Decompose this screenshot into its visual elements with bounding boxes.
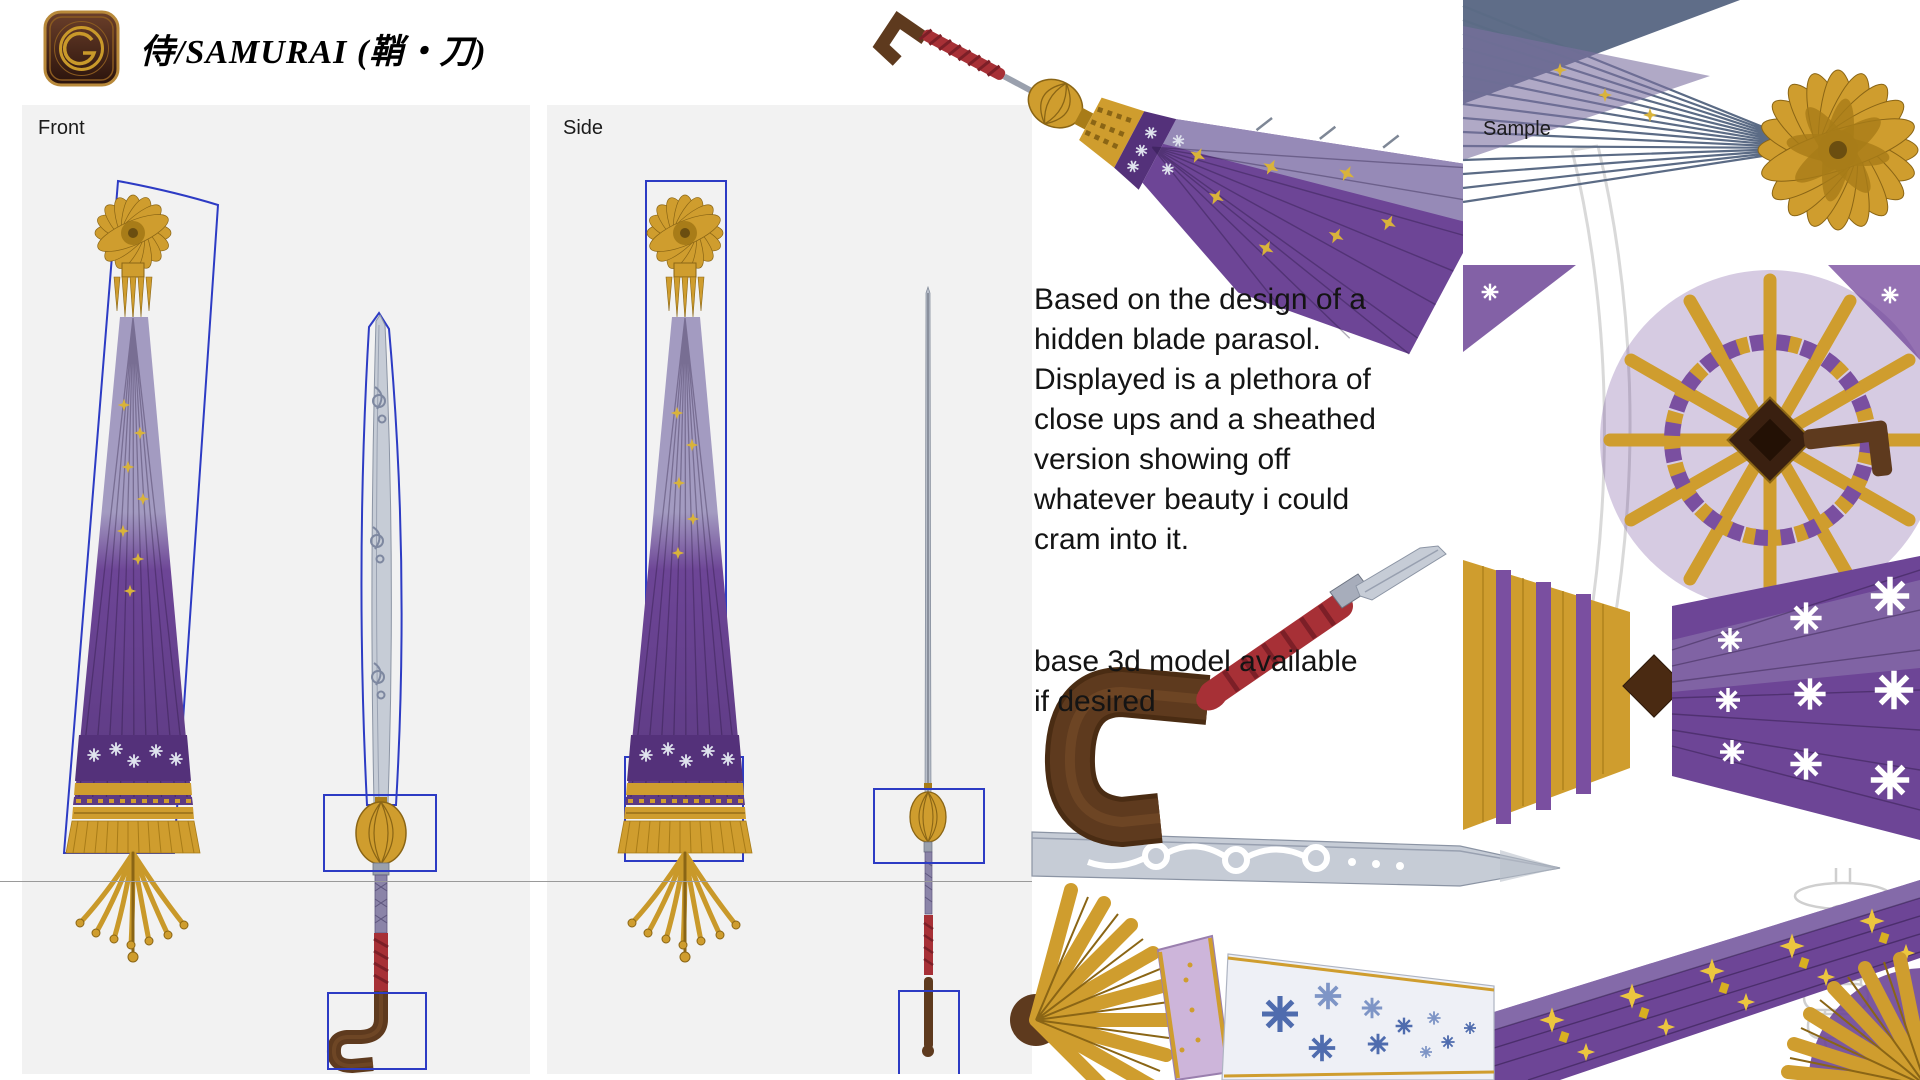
brand-logo-icon — [43, 10, 120, 87]
scroll-engraving — [1086, 842, 1330, 874]
diagonal-parasol-render — [872, 10, 1507, 355]
hook-pommel-edge — [922, 977, 934, 1057]
blue-guide-box — [323, 794, 437, 872]
shaft — [1002, 73, 1033, 94]
trim-bands — [624, 783, 746, 819]
cord-twist — [923, 915, 934, 975]
gold-fan-ribs — [1029, 883, 1178, 1080]
corner-fan-ribs — [1781, 952, 1920, 1080]
grip-wrap — [374, 874, 388, 934]
front-view-panel: Front — [22, 105, 530, 1074]
ghost-sword-outline — [1570, 144, 1632, 656]
fringe-skirt — [65, 820, 201, 854]
description-text: Based on the design of a hidden blade pa… — [1034, 283, 1376, 556]
front-view-svg — [62, 179, 437, 1073]
finial-flower — [94, 194, 172, 272]
blue-guide-outline — [360, 311, 403, 806]
front-katana-render — [323, 311, 437, 1073]
sample-rib-hub — [1463, 265, 1920, 610]
trim-bands — [72, 783, 194, 819]
ferrule — [372, 862, 390, 876]
page-title: 侍/SAMURAI (鞘・刀) — [140, 34, 487, 71]
hook-pommel — [326, 991, 388, 1073]
blade-stub — [1355, 545, 1447, 601]
blue-guide-box — [873, 788, 985, 864]
hook-handle — [872, 10, 929, 66]
canopy — [1142, 117, 1507, 355]
blue-guide-box — [327, 992, 427, 1070]
blue-guide-outline — [62, 179, 220, 854]
horizontal-divider — [0, 881, 1032, 882]
rib-whisk — [77, 850, 187, 959]
canopy — [626, 317, 744, 806]
guard-cage — [355, 797, 407, 865]
rib-knobs — [627, 918, 741, 963]
rib-knobs — [75, 918, 189, 963]
canopy — [74, 317, 192, 806]
finial-flower — [646, 194, 724, 272]
blue-guide-box — [898, 990, 960, 1074]
canopy-core — [1622, 654, 1686, 718]
sample-canopy-pattern — [1463, 556, 1920, 840]
rib-whisk — [629, 850, 739, 959]
sample-label: Sample — [1483, 118, 1551, 140]
right-artwork — [872, 0, 1920, 1080]
snowflake-band — [1114, 111, 1177, 190]
side-view-svg — [617, 180, 985, 1074]
description-block: Based on the design of a hidden blade pa… — [1034, 240, 1424, 762]
blade — [371, 314, 392, 804]
sample-underside-ribs — [1462, 0, 1919, 231]
front-label: Front — [38, 117, 85, 139]
cord-twist — [373, 933, 389, 991]
fringe-skirt — [617, 820, 753, 854]
availability-text: base 3d model available if desired — [1034, 645, 1358, 718]
finial-tassels — [113, 262, 153, 321]
gold-collar — [1079, 97, 1145, 168]
guard-cage — [1027, 78, 1094, 130]
finial-tassels — [665, 262, 705, 321]
blade-scrollwork — [370, 386, 387, 700]
front-parasol-render — [62, 179, 220, 963]
side-parasol-render — [617, 180, 753, 963]
side-view-panel: Side — [547, 105, 1032, 1074]
blade-scroll-closeup — [1031, 831, 1561, 887]
hub-rod — [1803, 420, 1888, 450]
sample-sheathed-view — [1493, 868, 1920, 1080]
handle-closeup — [1044, 545, 1447, 847]
side-katana-render — [873, 285, 985, 1074]
snowflake-band — [75, 735, 191, 781]
sheath-closeup — [1010, 883, 1495, 1080]
cord-twist — [918, 28, 1006, 80]
guard-cage — [909, 783, 947, 843]
side-label: Side — [563, 117, 604, 139]
cord-twist — [1199, 593, 1353, 707]
snowflake-band — [627, 735, 743, 781]
finial-flower-large — [1757, 69, 1919, 231]
